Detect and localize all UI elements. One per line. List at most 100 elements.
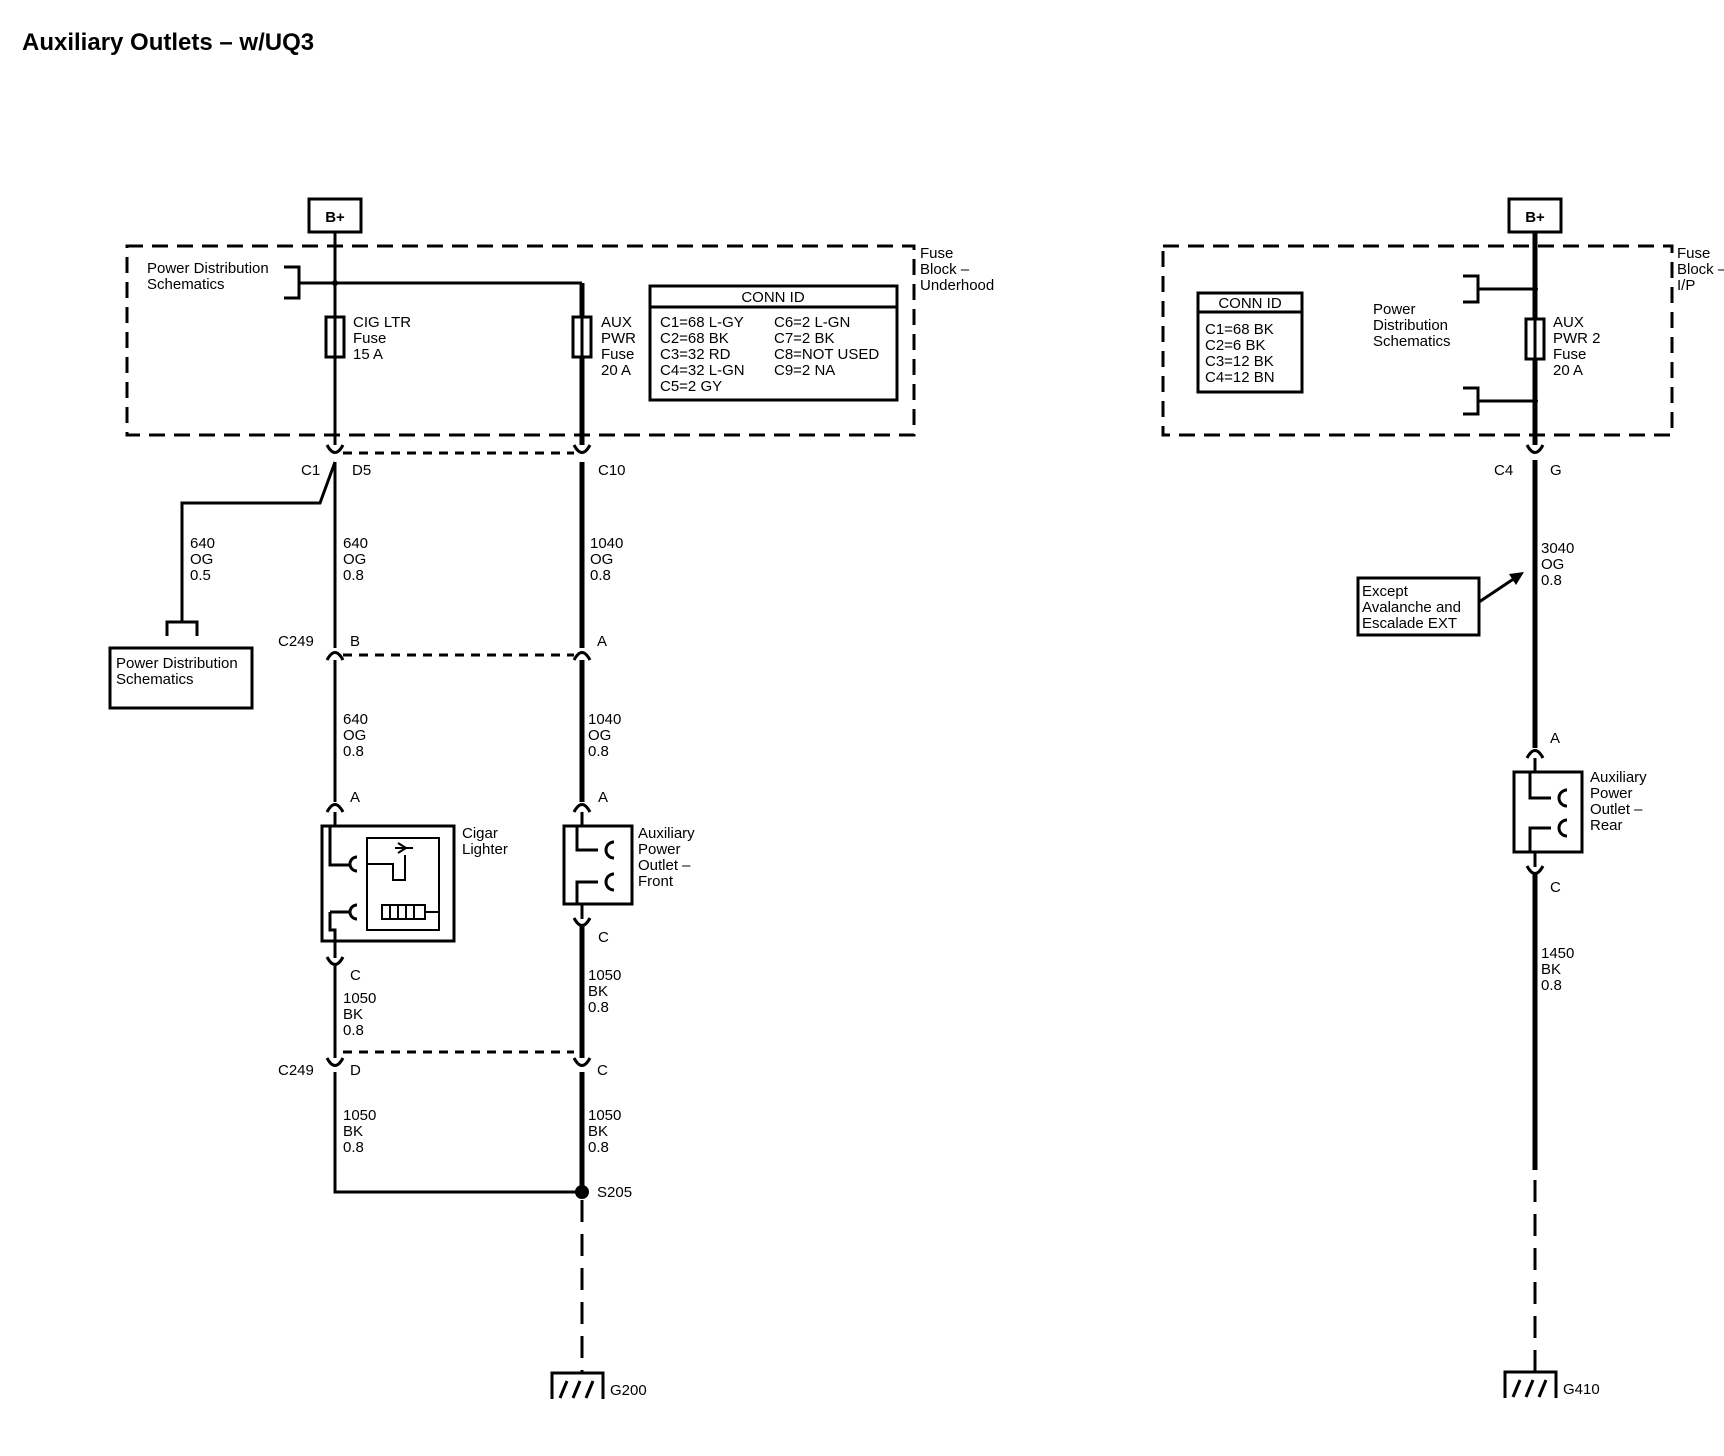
- rear-pin-c-terminal: [1525, 865, 1545, 875]
- wire-640-0-5: [180, 461, 337, 622]
- conn-id-col2: C6=2 L-GN C7=2 BK C8=NOT USED C9=2 NA: [774, 314, 883, 379]
- conn-id-table-left: [648, 284, 899, 402]
- fuse-block-ip-boundary: [1161, 244, 1674, 437]
- aux-rear-internal-a: [1528, 758, 1551, 800]
- aux-rear-internal-b: [1528, 826, 1551, 852]
- aux2-fuse-label: AUX PWR 2 Fuse 20 A: [1553, 314, 1605, 379]
- c249-d-terminal: [325, 1057, 345, 1067]
- conn-c249-bottom-label: C249: [278, 1062, 314, 1079]
- aux-front-internal-a: [575, 812, 598, 852]
- pin-d5-label: D5: [352, 462, 371, 479]
- cig-pin-c-label: C: [350, 967, 361, 984]
- aux-front-outlet-symbol: [562, 824, 634, 906]
- battery-box-right: [1507, 197, 1563, 234]
- cig-pin-c-terminal: [325, 956, 345, 966]
- left-circuit: B+ Fuse Block – Underhood Power Distribu…: [108, 197, 994, 1399]
- aux-front-pin-a-label: A: [598, 789, 608, 806]
- fuse-block-underhood-boundary: [125, 244, 916, 437]
- conn-c4-label: C4: [1494, 462, 1513, 479]
- ground-g200-label: G200: [610, 1382, 647, 1399]
- ground-g200-hatch: [558, 1380, 595, 1399]
- conn-id-right-items: C1=68 BK C2=6 BK C3=12 BK C4=12 BN: [1205, 321, 1278, 386]
- cig-internal-wire-c: [328, 912, 337, 943]
- aux-fuse-label: AUX PWR Fuse 20 A: [601, 314, 640, 379]
- pin-b-label: B: [350, 633, 360, 650]
- wire-640-a-label: 640 OG 0.8: [343, 535, 372, 584]
- aux-rear-contact-2: [1557, 818, 1568, 838]
- aux-front-label: Auxiliary Power Outlet – Front: [638, 825, 699, 890]
- pds-box-bracket: [165, 620, 199, 636]
- pds-box-label: Power Distribution Schematics: [116, 655, 242, 688]
- wire-1050-c: [333, 1072, 582, 1194]
- conn-id-title-right: CONN ID: [1218, 295, 1282, 312]
- cig-heating-coils: [389, 905, 439, 919]
- battery-label-right: B+: [1525, 209, 1545, 226]
- conn-id-table-right: [1196, 291, 1304, 394]
- rear-pin-c-label: C: [1550, 879, 1561, 896]
- rear-pin-a-terminal: [1525, 749, 1545, 759]
- conn-c1-label: C1: [301, 462, 320, 479]
- splice-s205-label: S205: [597, 1184, 632, 1201]
- wire-640-b-label: 640 OG 0.8: [343, 711, 372, 760]
- aux-rear-contact-1: [1557, 788, 1568, 808]
- cig-fuse-label: CIG LTR Fuse 15 A: [353, 314, 415, 363]
- aux-rear-outlet-symbol: [1512, 770, 1584, 854]
- aux-front-pin-c-terminal: [572, 917, 592, 927]
- conn-id-col1: C1=68 L-GY C2=68 BK C3=32 RD C4=32 L-GN …: [660, 314, 749, 395]
- bus-junction: [332, 280, 338, 286]
- pds-box: [108, 646, 254, 710]
- ground-g410-label: G410: [1563, 1381, 1600, 1398]
- wire-1050-d-label: 1050 BK 0.8: [588, 1107, 626, 1156]
- except-note-arrow: [1478, 576, 1516, 604]
- aux-front-internal-b: [575, 880, 598, 904]
- cig-pin-a-label: A: [350, 789, 360, 806]
- cig-switch-element: [367, 842, 413, 881]
- page-title: Auxiliary Outlets – w/UQ3: [22, 29, 314, 56]
- conn-c10-terminal: [572, 444, 592, 454]
- battery-label-left: B+: [325, 209, 345, 226]
- except-note-box: [1356, 576, 1481, 637]
- cigar-lighter-inner: [366, 837, 440, 931]
- pds-right-label: Power Distribution Schematics: [1373, 301, 1452, 350]
- cigar-lighter-symbol: [320, 824, 456, 943]
- c249-a-terminal: [572, 651, 592, 661]
- pds-top-label: Power Distribution Schematics: [147, 260, 273, 293]
- cigar-lighter-label: Cigar Lighter: [462, 825, 508, 858]
- pds-right-bracket-top: [1463, 274, 1480, 304]
- wire-1050-c-label: 1050 BK 0.8: [343, 1107, 381, 1156]
- cig-contact-1: [348, 855, 358, 873]
- pin-a-c249-label: A: [597, 633, 607, 650]
- conn-c1-d5-terminal: [325, 444, 345, 454]
- wire-1040-b-label: 1040 OG 0.8: [588, 711, 626, 760]
- cig-internal-wire-a: [328, 812, 350, 867]
- pds-top-bracket: [284, 265, 301, 300]
- wire-3040-label: 3040 OG 0.8: [1541, 540, 1579, 589]
- c249-b-terminal: [325, 651, 345, 661]
- except-note-arrowhead: [1509, 572, 1524, 585]
- pds-right-junction-top: [1532, 286, 1538, 292]
- wire-1040-a-label: 1040 OG 0.8: [590, 535, 628, 584]
- aux-front-contact-2: [604, 872, 615, 892]
- pin-g-label: G: [1550, 462, 1562, 479]
- conn-c249-top-label: C249: [278, 633, 314, 650]
- ground-g410-hatch: [1511, 1379, 1548, 1398]
- fuse-block-ip-label: Fuse Block – I/P: [1677, 245, 1724, 294]
- cig-pin-a-terminal: [325, 803, 345, 813]
- aux-rear-label: Auxiliary Power Outlet – Rear: [1590, 769, 1651, 834]
- wire-1050-b-label: 1050 BK 0.8: [588, 967, 626, 1016]
- aux-front-pin-a-terminal: [572, 803, 592, 813]
- splice-s205: [575, 1185, 589, 1199]
- c249-c-terminal: [572, 1057, 592, 1067]
- rear-pin-a-label: A: [1550, 730, 1560, 747]
- pds-right-junction-bottom: [1532, 398, 1538, 404]
- wire-640-0-5-label: 640 OG 0.5: [190, 535, 219, 584]
- conn-c4-terminal: [1525, 444, 1545, 454]
- conn-id-title-left: CONN ID: [741, 289, 805, 306]
- aux-front-pin-c-label: C: [598, 929, 609, 946]
- ground-g200-symbol: [550, 1371, 605, 1399]
- conn-c10-label: C10: [598, 462, 626, 479]
- pin-d-label: D: [350, 1062, 361, 1079]
- pds-right-bracket-bottom: [1463, 386, 1480, 416]
- ground-g410-symbol: [1503, 1370, 1558, 1398]
